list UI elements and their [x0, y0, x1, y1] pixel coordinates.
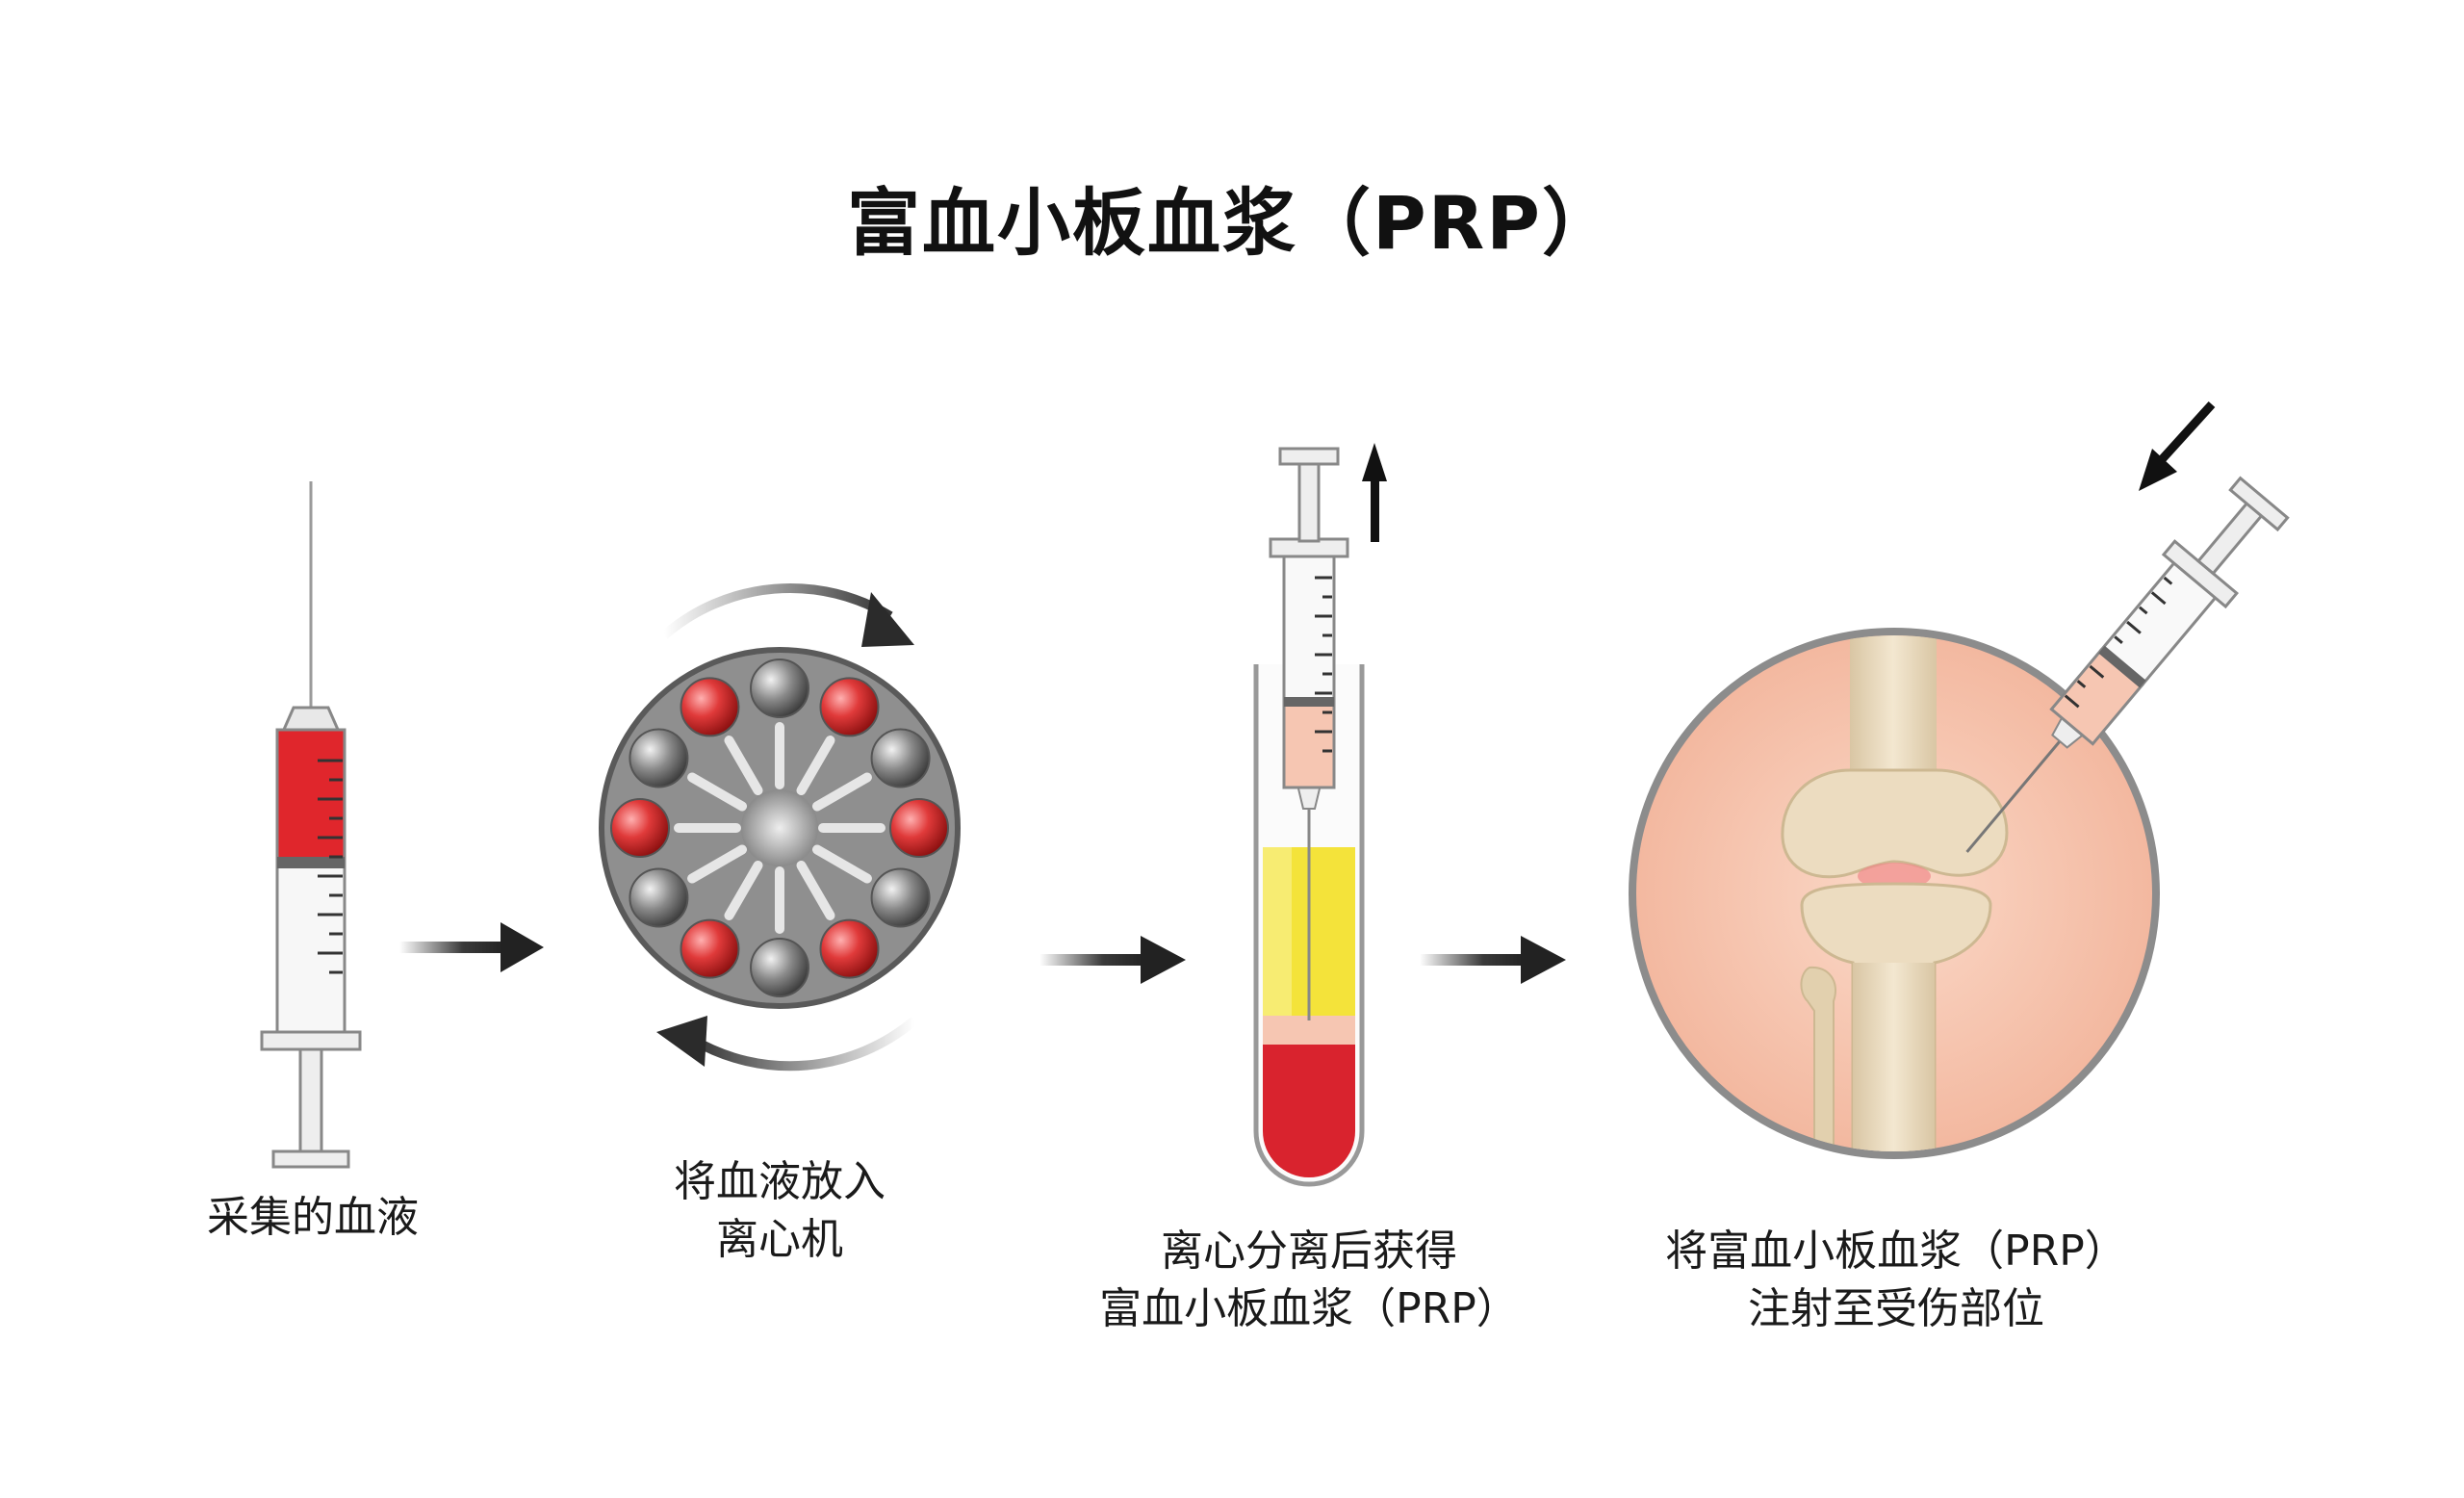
rotate-arrow-icon [656, 1016, 707, 1067]
step-2-caption: 将血液放入 离心机 [674, 1157, 886, 1264]
blood-sample-tube [680, 677, 740, 737]
empty-sample-tube [870, 867, 931, 928]
blood-sample-tube [889, 798, 949, 858]
arrow-right-icon [399, 922, 544, 972]
knee-joint-icon [1629, 400, 2290, 1159]
empty-sample-tube [750, 938, 809, 997]
page-title: 富血小板血浆（PRP） [847, 180, 1617, 266]
empty-sample-tube [629, 728, 689, 788]
empty-sample-tube [870, 728, 931, 788]
arrow-right-icon [1040, 936, 1186, 984]
centrifuge-icon [599, 583, 961, 1072]
step-4-caption: 将富血小板血浆（PRP） 注射至受伤部位 [1665, 1227, 2127, 1333]
rotate-arrow-icon [861, 592, 914, 647]
step-1-caption: 采集的血液 [207, 1193, 419, 1242]
blood-sample-tube [680, 918, 740, 979]
step-3-caption: 离心分离后获得 富血小板血浆（PRP） [1099, 1227, 1519, 1333]
blood-syringe-icon [260, 481, 362, 1169]
blood-sample-tube [610, 798, 670, 858]
test-tube-icon [1253, 443, 1387, 1187]
arrow-down-left-icon [2139, 400, 2216, 491]
arrow-right-icon [1420, 936, 1566, 984]
empty-sample-tube [629, 867, 689, 928]
blood-sample-tube [819, 677, 880, 737]
empty-sample-tube [750, 659, 809, 718]
arrow-up-icon [1362, 443, 1387, 542]
blood-sample-tube [819, 918, 880, 979]
